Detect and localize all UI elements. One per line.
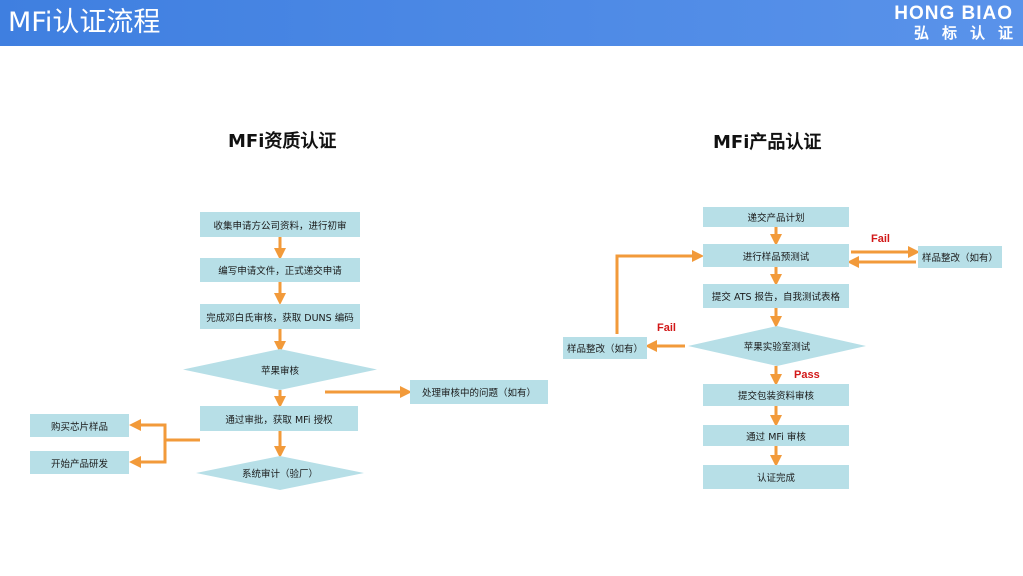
pass-label: Pass xyxy=(794,369,820,381)
step-certification-complete: 认证完成 xyxy=(703,465,849,489)
step-mfi-authorization: 通过审批，获取 MFi 授权 xyxy=(200,406,358,431)
left-section-title: MFi资质认证 xyxy=(228,131,337,152)
header-bar: MFi认证流程 HONG BIAO 弘标认证 xyxy=(0,0,1023,46)
fail-label-top: Fail xyxy=(871,233,890,245)
step-pass-mfi-review: 通过 MFi 审核 xyxy=(703,425,849,446)
step-duns-review: 完成邓白氏审核，获取 DUNS 编码 xyxy=(200,304,360,329)
right-section-title: MFi产品认证 xyxy=(713,132,822,153)
step-buy-chip-samples: 购买芯片样品 xyxy=(30,414,129,437)
step-rectify-samples-right: 样品整改（如有） xyxy=(918,246,1002,268)
decision-factory-audit: 系统审计（验厂） xyxy=(241,469,318,480)
arrow-loop-back xyxy=(615,250,704,334)
arrow-to-start-dev xyxy=(129,438,200,468)
decision-apple-review: 苹果审核 xyxy=(260,365,299,377)
step-sample-pretest: 进行样品预测试 xyxy=(703,244,849,267)
arrow-to-buy-chips xyxy=(129,419,200,442)
step-submit-ats-report: 提交 ATS 报告，自我测试表格 xyxy=(703,284,849,308)
brand-logo-cn: 弘标认证 xyxy=(913,24,1023,42)
step-submit-application: 编写申请文件，正式递交申请 xyxy=(200,258,360,282)
decision-apple-lab-test: 苹果实验室测试 xyxy=(743,342,811,353)
step-rectify-samples-left: 样品整改（如有） xyxy=(563,337,647,359)
step-submit-product-plan: 递交产品计划 xyxy=(703,207,849,227)
step-handle-issues: 处理审核中的问题（如有） xyxy=(410,380,548,404)
step-start-development: 开始产品研发 xyxy=(30,451,129,474)
step-packaging-review: 提交包装资料审核 xyxy=(703,384,849,406)
brand-logo-en: HONG BIAO xyxy=(894,3,1013,24)
fail-label-left: Fail xyxy=(657,322,676,334)
page-title: MFi认证流程 xyxy=(8,7,161,38)
step-collect-info: 收集申请方公司资料，进行初审 xyxy=(200,212,360,237)
